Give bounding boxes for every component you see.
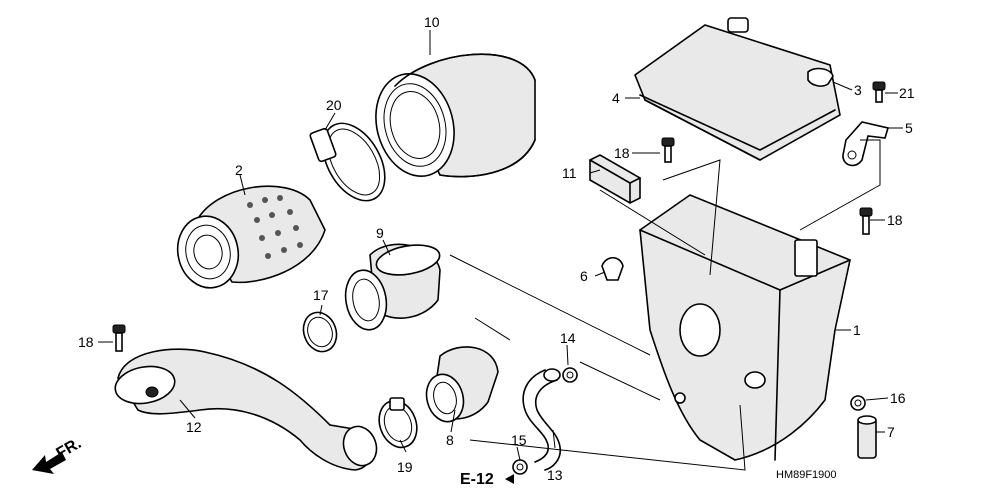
front-arrow: FR. [32,435,84,474]
callout-18-left: 18 [78,334,94,350]
part-3-cover-latch [807,67,834,87]
front-arrow-icon [32,452,66,474]
callout-14: 14 [560,330,576,346]
part-10-filter-element [375,53,536,178]
callout-15: 15 [511,432,527,448]
part-9-connector-boot [344,243,441,331]
callout-7: 7 [887,424,895,440]
callout-17: 17 [313,287,329,303]
part-1-air-cleaner-case [639,194,851,461]
callout-12: 12 [186,419,202,435]
callout-21: 21 [899,85,915,101]
part-7-drain-plug [857,415,877,459]
part-17-small-clamp [302,311,338,353]
part-18-screw-c [112,324,126,352]
part-8-elbow-connector [425,346,499,423]
callout-4: 4 [612,90,620,106]
leader-lines [98,30,903,471]
part-20-clamp-ring [309,122,386,202]
part-6-clip [601,256,624,281]
callout-numbers: 10 20 2 9 17 8 19 12 18 13 14 15 6 11 18… [78,14,915,483]
callout-8: 8 [446,432,454,448]
part-5-bracket [842,121,890,167]
callout-6: 6 [580,268,588,284]
part-13-drain-tube [522,368,562,471]
part-11-foam-block [589,154,641,204]
callout-2: 2 [235,162,243,178]
part-14-clip [562,367,578,383]
filter-mesh-pattern [247,195,303,259]
part-2-filter-cage [176,185,326,289]
part-16-clip [850,395,866,411]
reference-arrow-icon [505,474,514,484]
part-18-screw-a [661,137,675,163]
callout-18-right: 18 [887,212,903,228]
reference-label: E-12 [460,471,494,488]
callout-13: 13 [547,467,563,483]
part-4-case-cover [634,17,841,161]
callout-9: 9 [376,225,384,241]
callout-20: 20 [326,97,342,113]
part-15-clip [512,459,528,475]
diagram-code: HM89F1900 [776,469,837,481]
callout-18-top: 18 [614,145,630,161]
part-18-screw-b [859,207,873,235]
callout-5: 5 [905,120,913,136]
callout-11: 11 [562,165,577,181]
reference-e12: E-12 [460,471,514,488]
part-21-screw [872,81,886,103]
callout-19: 19 [397,459,413,475]
callout-1: 1 [853,322,861,338]
part-12-intake-duct [114,348,378,471]
callout-3: 3 [854,82,862,98]
part-19-clamp [378,397,418,449]
callout-16: 16 [890,390,906,406]
callout-10: 10 [424,14,440,30]
